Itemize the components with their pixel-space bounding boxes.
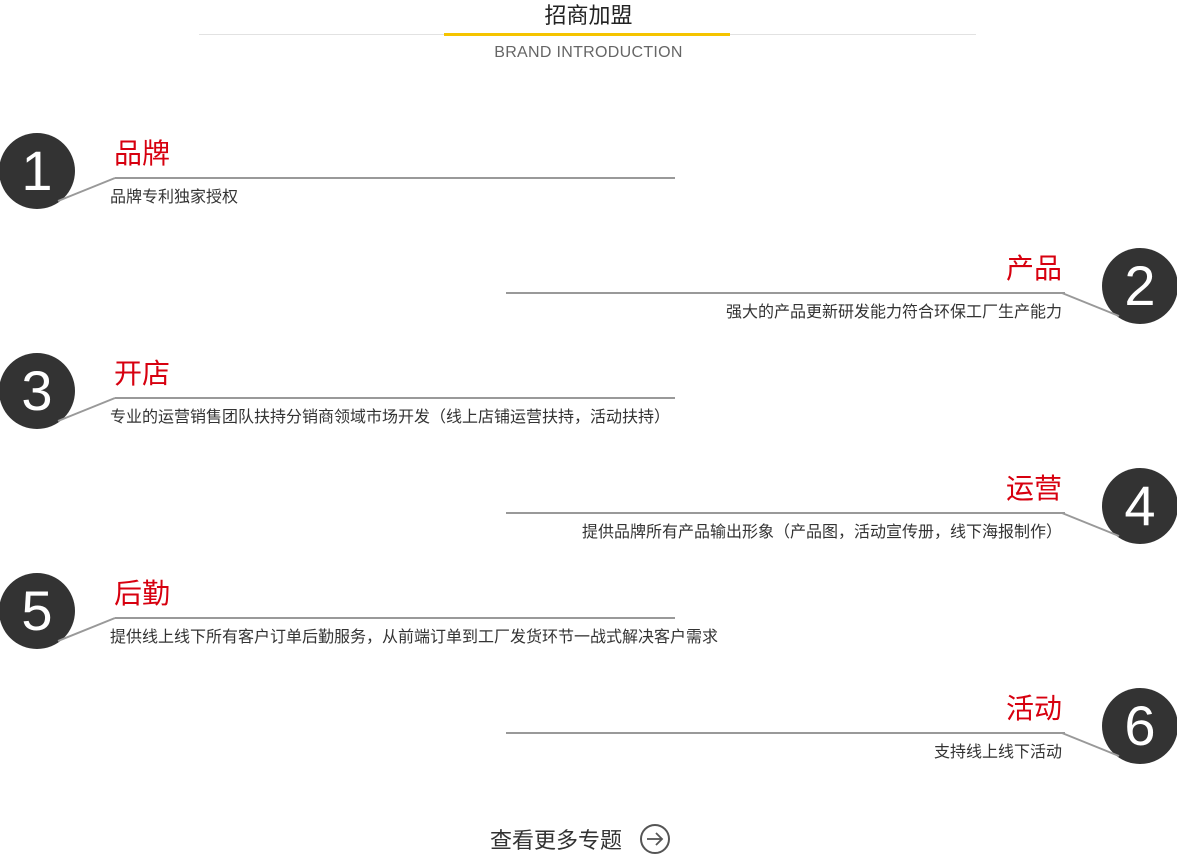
step-rule	[115, 617, 675, 619]
view-more-topics-link[interactable]: 查看更多专题	[490, 822, 671, 856]
header-accent-bar	[444, 33, 730, 36]
step-4: 4 运营 提供品牌所有产品输出形象（产品图，活动宣传册，线下海报制作）	[0, 468, 1177, 548]
section-subtitle: BRAND INTRODUCTION	[494, 44, 683, 61]
step-title: 品牌	[114, 137, 171, 170]
step-number-badge: 1	[0, 133, 75, 209]
step-title: 产品	[1005, 252, 1062, 285]
step-rule	[506, 732, 1065, 734]
step-description: 专业的运营销售团队扶持分销商领域市场开发（线上店铺运营扶持，活动扶持）	[110, 407, 671, 426]
step-number-badge: 3	[0, 353, 75, 429]
step-rule	[115, 397, 675, 399]
step-connector	[1061, 512, 1120, 537]
step-number-badge: 4	[1102, 468, 1177, 544]
step-1: 1 品牌 品牌专利独家授权	[0, 133, 1177, 213]
step-title: 活动	[1005, 692, 1062, 725]
step-connector	[1061, 732, 1120, 757]
step-description: 品牌专利独家授权	[110, 187, 239, 206]
step-description: 强大的产品更新研发能力符合环保工厂生产能力	[725, 302, 1062, 321]
step-rule	[506, 292, 1065, 294]
step-title: 开店	[114, 357, 171, 390]
step-connector	[57, 177, 116, 202]
step-3: 3 开店 专业的运营销售团队扶持分销商领域市场开发（线上店铺运营扶持，活动扶持）	[0, 353, 1177, 433]
step-title: 后勤	[114, 577, 171, 610]
step-2: 2 产品 强大的产品更新研发能力符合环保工厂生产能力	[0, 248, 1177, 328]
step-connector	[57, 617, 116, 642]
step-number-badge: 5	[0, 573, 75, 649]
step-connector	[1061, 292, 1120, 317]
step-description: 提供线上线下所有客户订单后勤服务，从前端订单到工厂发货环节一战式解决客户需求	[110, 627, 719, 646]
step-title: 运营	[1005, 472, 1062, 505]
step-rule	[115, 177, 675, 179]
step-description: 提供品牌所有产品输出形象（产品图，活动宣传册，线下海报制作）	[581, 522, 1062, 541]
arrow-right-circle-icon[interactable]	[640, 824, 671, 854]
step-number-badge: 2	[1102, 248, 1177, 324]
step-connector	[57, 397, 116, 422]
step-rule	[506, 512, 1065, 514]
step-5: 5 后勤 提供线上线下所有客户订单后勤服务，从前端订单到工厂发货环节一战式解决客…	[0, 573, 1177, 653]
section-title: 招商加盟	[544, 4, 633, 29]
step-description: 支持线上线下活动	[933, 742, 1062, 761]
view-more-label: 查看更多专题	[490, 829, 623, 854]
step-6: 6 活动 支持线上线下活动	[0, 688, 1177, 768]
step-number-badge: 6	[1102, 688, 1177, 764]
